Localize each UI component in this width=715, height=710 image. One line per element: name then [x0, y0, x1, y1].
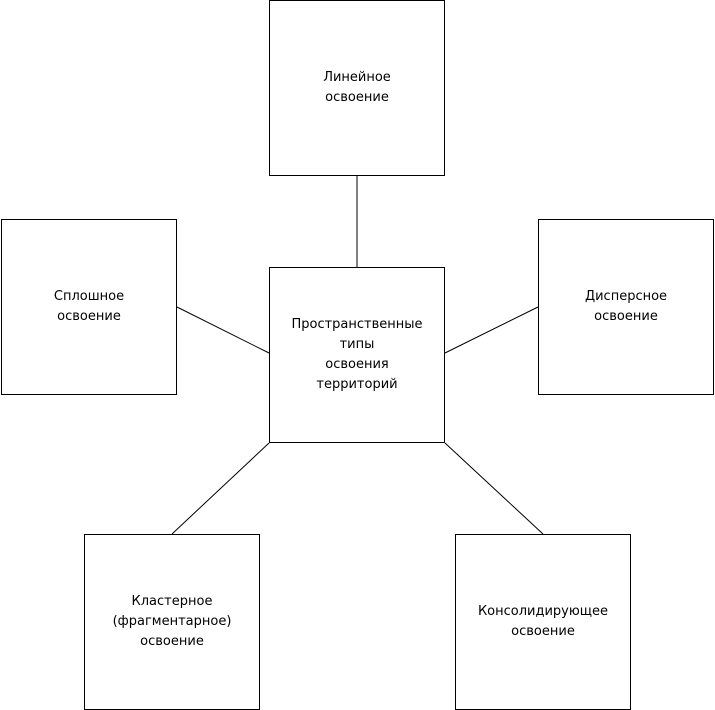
node-dispersed-development-label: Дисперсное освоение	[584, 289, 668, 324]
connector-left	[176, 306, 270, 354]
node-spatial-types-center-label: Пространственные типы освоения территори…	[291, 317, 423, 392]
connector-bottom-left	[171, 442, 270, 535]
connector-bottom-right	[444, 442, 544, 535]
node-continuous-development: Сплошное освоение	[1, 219, 177, 395]
node-dispersed-development: Дисперсное освоение	[538, 219, 714, 395]
connector-right	[444, 306, 539, 354]
node-consolidating-development-label: Консолидирующее освоение	[477, 604, 609, 639]
node-continuous-development-label: Сплошное освоение	[53, 289, 125, 324]
node-consolidating-development: Консолидирующее освоение	[455, 534, 631, 710]
node-linear-development-label: Линейное освоение	[323, 70, 391, 105]
node-cluster-development: Кластерное (фрагментарное) освоение	[84, 534, 260, 710]
node-linear-development: Линейное освоение	[269, 0, 445, 176]
node-cluster-development-label: Кластерное (фрагментарное) освоение	[112, 594, 232, 649]
node-spatial-types-center: Пространственные типы освоения территори…	[269, 267, 445, 443]
